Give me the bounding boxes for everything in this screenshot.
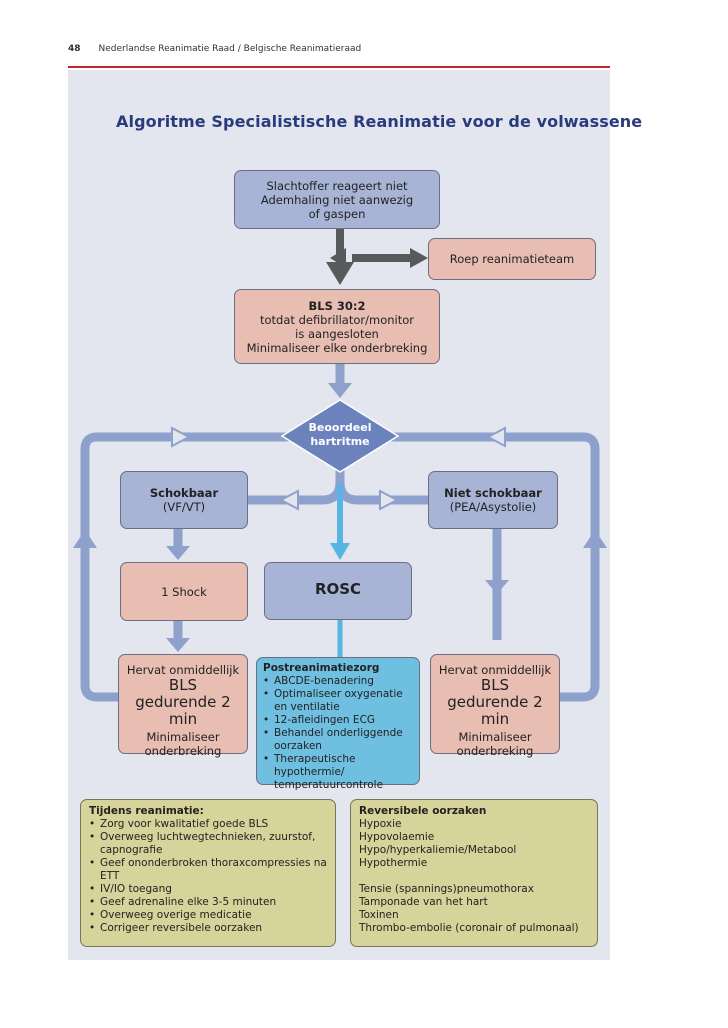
schokbaar-sub: (VF/VT) xyxy=(162,500,206,514)
dark-arrowhead-right xyxy=(410,248,428,268)
box-postreanimatiezorg: Postreanimatiezorg ABCDE-benadering Opti… xyxy=(256,657,420,791)
box-bls-30-2: BLS 30:2 totdat defibrillator/monitor is… xyxy=(234,289,440,364)
hollow-arrow-top-right xyxy=(485,426,506,448)
list-item: Tamponade van het hart xyxy=(359,896,488,908)
arrowhead-shock-down xyxy=(166,546,190,560)
hollow-arrow-branch-right xyxy=(379,489,400,511)
list-item: Hypo/hyperkaliemie/Metabool xyxy=(359,844,517,856)
arrowhead-hervat-right-down xyxy=(485,580,509,594)
postreanimatie-heading: Postreanimatiezorg xyxy=(263,662,380,674)
tijdens-heading: Tijdens reanimatie: xyxy=(89,805,204,817)
arrowhead-loop-right-up xyxy=(583,530,607,548)
box-tijdens-reanimatie: Tijdens reanimatie: Zorg voor kwalitatie… xyxy=(80,799,336,947)
page-header: 48 Nederlandse Reanimatie Raad / Belgisch… xyxy=(68,44,361,54)
rhythm-diamond xyxy=(280,399,400,473)
list-item: ABCDE-benadering xyxy=(263,675,413,688)
list-item: Geef ononderbroken thoraxcompressies na … xyxy=(89,857,327,883)
diagram-title: Algoritme Specialistische Reanimatie voo… xyxy=(116,112,643,131)
list-item: Hypovolaemie xyxy=(359,831,435,843)
loop-right xyxy=(390,432,600,548)
loop-left-bottom xyxy=(80,548,120,702)
list-item: Behandel onderliggende oorzaken xyxy=(263,727,413,753)
list-item: IV/IO toegang xyxy=(89,883,327,896)
header-rule xyxy=(68,66,610,68)
group-spacer xyxy=(359,870,589,883)
loop-left xyxy=(80,432,290,548)
list-item: Overweeg overige medicatie xyxy=(89,909,327,922)
list-item: Toxinen xyxy=(359,909,399,921)
schokbaar-heading: Schokbaar xyxy=(149,486,219,500)
postreanimatie-list: ABCDE-benadering Optimaliseer oxygenatie… xyxy=(263,675,413,792)
publisher: Nederlandse Reanimatie Raad / Belgische … xyxy=(98,44,362,54)
list-item: Hypoxie xyxy=(359,818,402,830)
reversibel-heading: Reversibele oorzaken xyxy=(359,805,487,817)
list-item: Thrombo-embolie (coronair of pulmonaal) xyxy=(359,922,579,934)
list-item: Overweeg luchtwegtechnieken, zuurstof, c… xyxy=(89,831,327,857)
list-item: Zorg voor kwalitatief goede BLS xyxy=(89,818,327,831)
list-item: Tensie (spannings)pneumothorax xyxy=(359,883,534,895)
niet-schokbaar-sub: (PEA/Asystolie) xyxy=(449,500,537,514)
niet-schokbaar-heading: Niet schokbaar xyxy=(444,486,542,500)
arrowhead-loop-left-up xyxy=(73,530,97,548)
dark-arrowhead-left xyxy=(330,248,346,268)
box-hervat-left: Hervat onmiddellijk BLS gedurende 2 min … xyxy=(118,654,248,758)
box-reversibele-oorzaken: Reversibele oorzaken Hypoxie Hypovolaemi… xyxy=(350,799,598,947)
list-item: Geef adrenaline elke 3-5 minuten xyxy=(89,896,327,909)
arrowhead-bls-diamond xyxy=(328,383,352,398)
box-rosc: ROSC xyxy=(264,562,412,620)
list-item: Corrigeer reversibele oorzaken xyxy=(89,922,327,935)
hollow-arrow-branch-left xyxy=(278,489,299,511)
beoordeel-label: Beoordeel hartritme xyxy=(308,421,372,448)
box-1-shock: 1 Shock xyxy=(120,562,248,621)
list-item: Therapeutische hypothermie/ temperatuurc… xyxy=(263,753,413,792)
tijdens-list: Zorg voor kwalitatief goede BLS Overweeg… xyxy=(89,818,327,935)
hollow-arrow-top-left xyxy=(171,426,192,448)
arrowhead-rosc xyxy=(330,543,350,560)
bls-heading: BLS 30:2 xyxy=(308,299,366,313)
loop-right-bottom xyxy=(560,548,600,702)
box-roep-reanimatieteam: Roep reanimatieteam xyxy=(428,238,596,280)
dark-arrowhead-down xyxy=(326,262,354,285)
list-item: Hypothermie xyxy=(359,857,428,869)
page-number: 48 xyxy=(68,44,81,54)
list-item: Optimaliseer oxygenatie en ventilatie xyxy=(263,688,413,714)
box-hervat-right: Hervat onmiddellijk BLS gedurende 2 min … xyxy=(430,654,560,758)
list-item: 12-afleidingen ECG xyxy=(263,714,413,727)
box-schokbaar: Schokbaar (VF/VT) xyxy=(120,471,248,529)
arrowhead-hervat-left-down xyxy=(166,638,190,652)
box-slachtoffer: Slachtoffer reageert niet Ademhaling nie… xyxy=(234,170,440,229)
box-niet-schokbaar: Niet schokbaar (PEA/Asystolie) xyxy=(428,471,558,529)
